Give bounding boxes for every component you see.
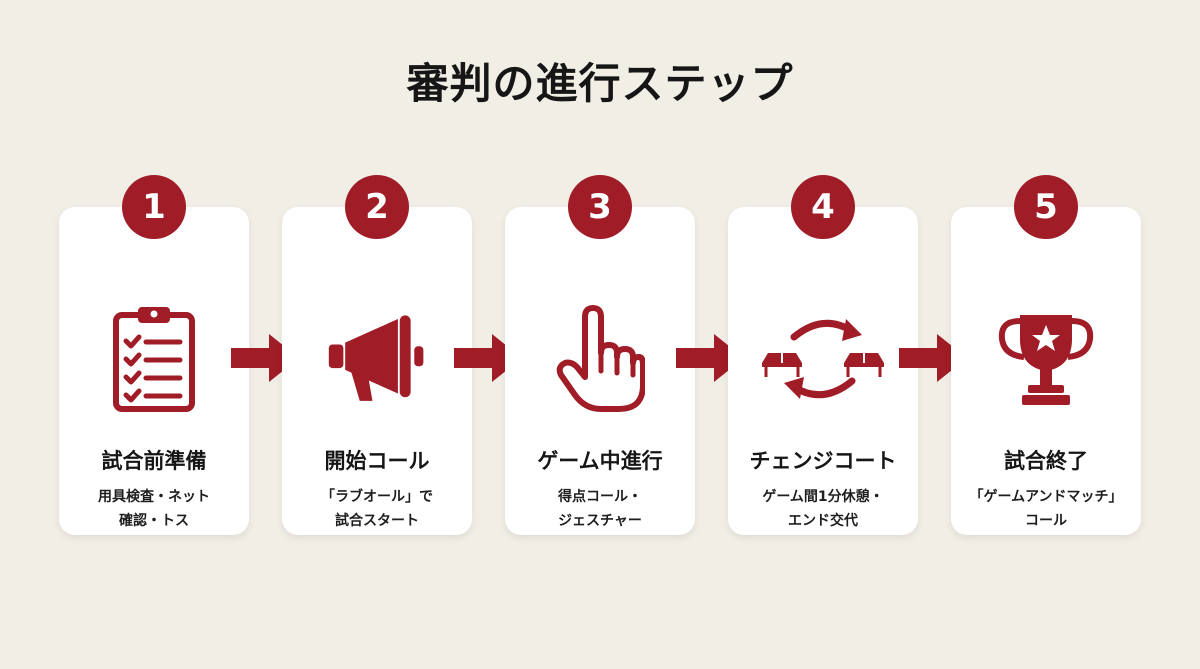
step-title: 試合前準備 [101,449,207,473]
step-description: ゲーム間1分休憩・ エンド交代 [728,485,918,533]
step-title: 試合終了 [1004,449,1088,473]
step-description-line: エンド交代 [788,513,858,529]
step-description-line: 「ラブオール」で [321,489,433,505]
trophy-icon [996,304,1096,414]
step-card: 開始コール 「ラブオール」で 試合スタート [282,207,472,535]
step-3: 3 ゲーム中進行 得点コール・ ジェスチャー [505,175,695,535]
arrow-right-icon [899,330,969,386]
step-number-badge: 5 [1014,175,1078,239]
megaphone-icon [327,304,427,414]
step-description-line: コール [1025,513,1067,529]
step-5: 5 試合終了 「ゲームアンドマッチ」 コール [951,175,1141,535]
step-description-line: 確認・トス [119,513,189,529]
step-2: 2 開始コール 「ラブオール」で 試合スタート [282,175,472,535]
clipboard-checklist-icon [104,304,204,414]
step-number-badge: 2 [345,175,409,239]
step-description-line: 得点コール・ [558,489,642,505]
step-description-line: 用具検査・ネット [98,489,210,505]
step-description-line: ゲーム間1分休憩・ [762,489,884,505]
court-change-icon [758,304,888,414]
step-title: チェンジコート [749,449,897,473]
step-description: 「ゲームアンドマッチ」 コール [951,485,1141,533]
step-description-line: ジェスチャー [558,513,642,529]
arrow-right-icon [676,330,746,386]
step-description: 用具検査・ネット 確認・トス [59,485,249,533]
step-4: 4 チェンジコート ゲーム間1分休憩・ エンド交代 [728,175,918,535]
step-card: チェンジコート ゲーム間1分休憩・ エンド交代 [728,207,918,535]
step-description-line: 試合スタート [335,513,419,529]
step-title: ゲーム中進行 [537,449,663,473]
page-title: 審判の進行ステップ [406,59,794,108]
step-description-line: 「ゲームアンドマッチ」 [969,489,1123,505]
step-number-badge: 1 [122,175,186,239]
step-description: 得点コール・ ジェスチャー [505,485,695,533]
step-number-badge: 4 [791,175,855,239]
step-card: 試合終了 「ゲームアンドマッチ」 コール [951,207,1141,535]
step-card: ゲーム中進行 得点コール・ ジェスチャー [505,207,695,535]
pointing-hand-icon [550,304,650,414]
step-1: 1 試合前準備 用具検査・ネット 確認 [59,175,249,535]
step-number-badge: 3 [568,175,632,239]
step-card: 試合前準備 用具検査・ネット 確認・トス [59,207,249,535]
step-title: 開始コール [324,449,430,473]
step-description: 「ラブオール」で 試合スタート [282,485,472,533]
